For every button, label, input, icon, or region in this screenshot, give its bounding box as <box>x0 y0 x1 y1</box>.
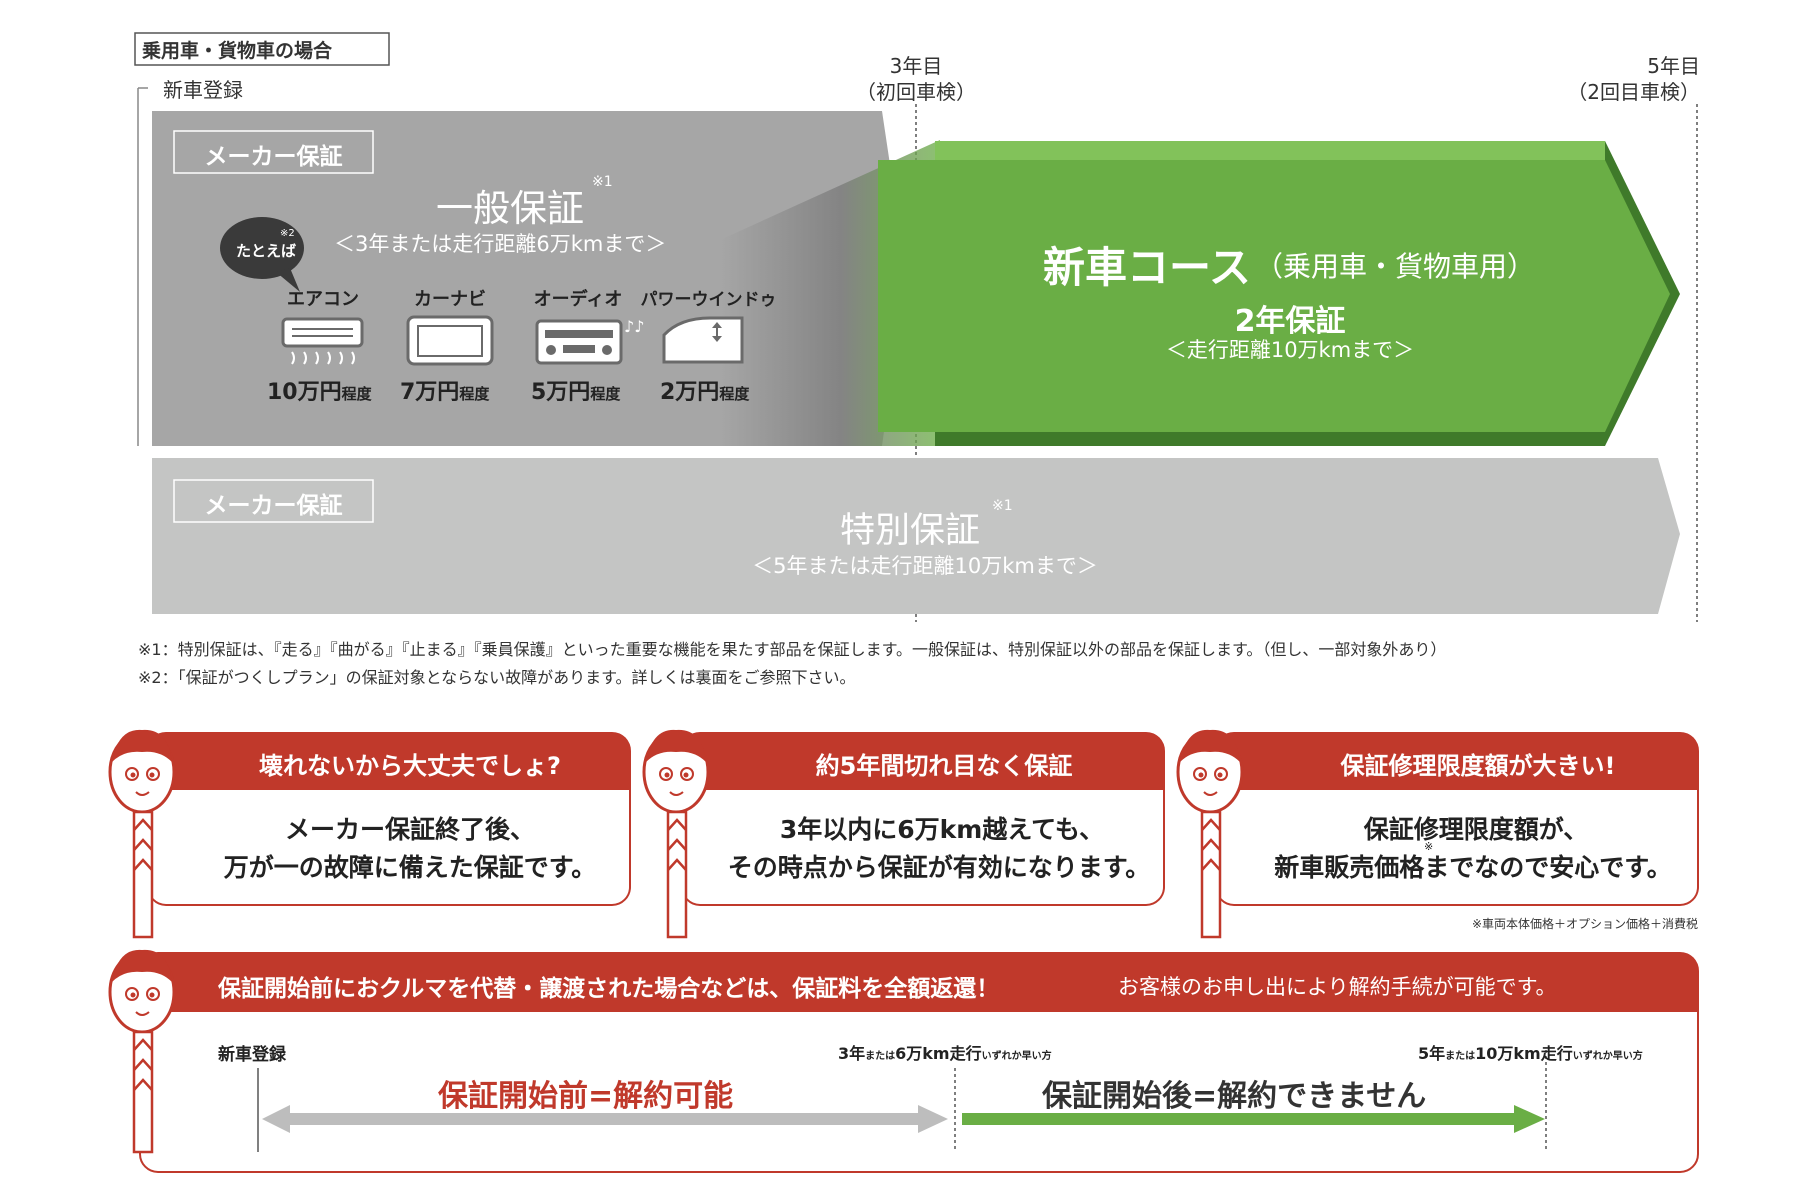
price-suffix: 程度 <box>459 385 490 403</box>
card-note: ※車両本体価格＋オプション価格＋消費税 <box>1471 917 1698 931</box>
item-price-audio: 5万円程度 <box>531 374 620 406</box>
card-2-line2: その時点から保証が有効になります。 <box>727 853 1151 882</box>
power-window-icon <box>662 316 744 364</box>
mid-main: 3年 <box>838 1044 866 1063</box>
cancellable-double-arrow <box>262 1105 948 1133</box>
price-value: 10万円 <box>267 380 342 405</box>
card-2-header: 約5年間切れ目なく保証 <box>815 752 1073 780</box>
card-1-line1: メーカー保証終了後、 <box>284 815 535 844</box>
new-course-title: 新車コース <box>1043 243 1251 292</box>
car-navigation-icon <box>406 315 494 366</box>
year3-subtitle: （初回車検） <box>856 80 976 104</box>
card-1 <box>147 732 631 906</box>
item-label-navi: カーナビ <box>414 289 486 310</box>
special-range: ＜5年または走行距離10万kmまで＞ <box>752 554 1098 578</box>
item-price-aircon: 10万円程度 <box>267 374 372 406</box>
end-small1: または <box>1445 1051 1476 1062</box>
bubble-note: ※2 <box>280 228 295 239</box>
car-audio-icon: ♪♪ <box>535 317 644 365</box>
card-3 <box>1215 732 1699 906</box>
price-value: 5万円 <box>531 380 591 405</box>
special-badge-frame <box>173 479 374 523</box>
cancellable-label: 保証開始前=解約可能 <box>438 1079 734 1114</box>
end-main: 5年 <box>1418 1044 1446 1063</box>
card-3-mark: ※ <box>1424 840 1434 853</box>
new-course-period: 2年保証 <box>1234 304 1346 339</box>
card-1-line2: 万が一の故障に備えた保証です。 <box>223 853 597 882</box>
mascot-3 <box>1176 729 1244 939</box>
mascot-2 <box>642 729 710 939</box>
item-price-window: 2万円程度 <box>660 374 749 406</box>
general-range: ＜3年または走行距離6万kmまで＞ <box>334 232 667 256</box>
price-value: 7万円 <box>400 380 460 405</box>
item-label-audio: オーディオ <box>533 289 623 310</box>
new-registration-label: 新車登録 <box>163 78 243 102</box>
refund-header-sub: お客様のお申し出により解約手続が可能です。 <box>1118 975 1557 999</box>
item-label-window: パワーウインドゥ <box>640 290 777 310</box>
special-note-mark: ※1 <box>992 498 1013 514</box>
mascot-4 <box>108 949 176 1154</box>
mid-small1: または <box>865 1051 896 1062</box>
mid-small2: いずれか早い方 <box>981 1051 1052 1062</box>
special-warranty-arrow <box>152 458 1680 614</box>
non-cancellable-arrow <box>962 1105 1545 1133</box>
case-label: 乗用車・貨物車の場合 <box>142 40 333 62</box>
refund-header-main: 保証開始前におクルマを代替・譲渡された場合などは、保証料を全額返還！ <box>218 976 1000 1002</box>
year3-title: 3年目 <box>889 54 943 78</box>
special-title: 特別保証 <box>840 511 981 551</box>
price-suffix: 程度 <box>590 385 621 403</box>
new-course-arrow <box>878 160 1670 432</box>
general-note-mark: ※1 <box>592 174 613 190</box>
price-suffix: 程度 <box>341 385 372 403</box>
non-cancellable-label: 保証開始後=解約できません <box>1042 1079 1427 1114</box>
refund-mid-label: 3年または6万km走行いずれか早い方 <box>838 1040 1052 1064</box>
year5-title: 5年目 <box>1647 54 1700 78</box>
new-course-subtitle: （乗用車・貨物車用） <box>1255 250 1536 283</box>
special-badge: メーカー保証 <box>204 493 343 519</box>
bubble-text: たとえば <box>236 242 297 260</box>
air-conditioner-icon <box>281 317 364 365</box>
mascot-1 <box>108 729 176 939</box>
year5-subtitle: （2回目車検） <box>1567 80 1700 104</box>
card-3-line1: 保証修理限度額が、 <box>1363 815 1589 844</box>
end-small2: いずれか早い方 <box>1572 1051 1643 1062</box>
price-value: 2万円 <box>660 380 720 405</box>
svg-text:♪♪: ♪♪ <box>624 317 644 336</box>
card-3-line2: 新車販売価格までなので安心です。 <box>1274 853 1672 882</box>
footnote-2: ※2：「保証がつくしプラン」の保証対象とならない故障があります。詳しくは裏面をご… <box>138 668 856 687</box>
card-2 <box>681 732 1165 906</box>
case-label-frame <box>134 32 390 66</box>
general-badge: メーカー保証 <box>204 144 343 170</box>
item-price-navi: 7万円程度 <box>400 374 489 406</box>
price-suffix: 程度 <box>719 385 750 403</box>
end-main2: 10万km走行 <box>1475 1044 1573 1063</box>
card-2-line1: 3年以内に6万km越えても、 <box>779 815 1105 844</box>
general-badge-frame <box>173 130 374 174</box>
new-course-range: ＜走行距離10万kmまで＞ <box>1165 338 1415 362</box>
footnote-1: ※1：特別保証は、『走る』『曲がる』『止まる』『乗員保護』といった重要な機能を果… <box>138 640 1447 659</box>
refund-end-label: 5年または10万km走行いずれか早い方 <box>1418 1040 1643 1064</box>
item-label-aircon: エアコン <box>287 289 359 310</box>
card-3-header: 保証修理限度額が大きい! <box>1340 752 1616 780</box>
general-title: 一般保証 <box>436 187 584 230</box>
bubble-tail <box>276 268 300 292</box>
new-course-arrow-top-bevel <box>935 141 1605 160</box>
example-bubble <box>220 217 304 279</box>
mid-main2: 6万km走行 <box>895 1044 982 1063</box>
card-1-header: 壊れないから大丈夫でしょ? <box>259 752 561 780</box>
refund-start-label: 新車登録 <box>218 1045 286 1065</box>
